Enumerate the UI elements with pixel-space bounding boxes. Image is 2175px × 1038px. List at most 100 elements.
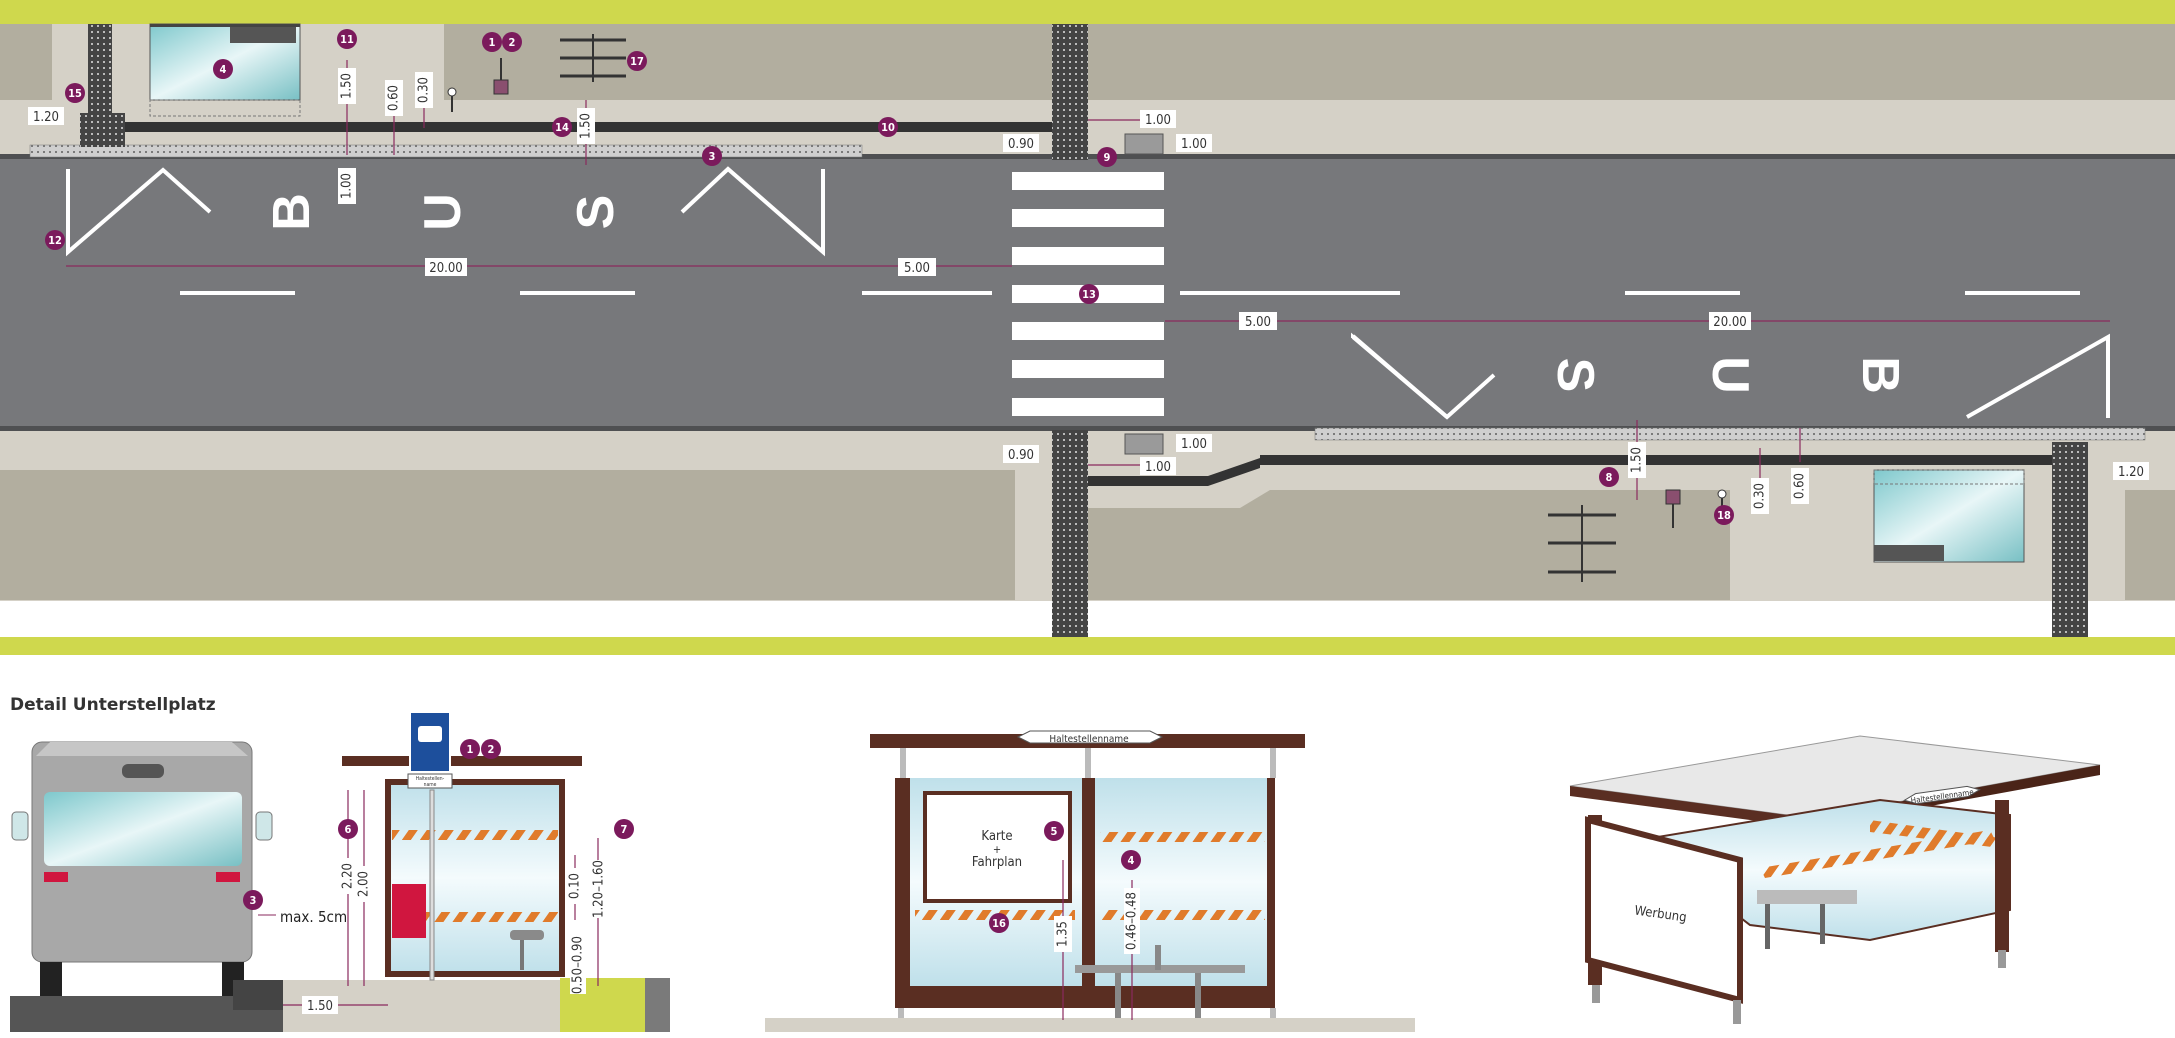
svg-text:13: 13: [1082, 288, 1096, 301]
marker-10: 10: [878, 117, 898, 137]
road-letter-b-bottom: B: [1851, 356, 1909, 394]
dim-2-20: 2.20: [341, 863, 356, 889]
dim-1-20-1-60: 1.20–1.60: [592, 860, 607, 918]
marker-6: 6: [338, 819, 358, 839]
small-stop-name-2: name: [424, 782, 437, 788]
dim-1-00-e: 1.00: [340, 173, 355, 199]
dim-0-60-b: 0.60: [1793, 473, 1808, 499]
shelter-front-view: Haltestellenname Karte + Fahrplan: [765, 730, 1415, 1032]
road-letter-u-top: U: [414, 193, 472, 231]
dim-1-50-d: 1.50: [307, 999, 333, 1014]
svg-text:1: 1: [489, 36, 496, 49]
dim-0-50-0-90: 0.50–0.90: [571, 936, 586, 994]
marker-1-detail: 1: [460, 739, 480, 759]
dim-2-00: 2.00: [357, 871, 372, 897]
marker-14: 14: [552, 117, 572, 137]
svg-text:10: 10: [881, 121, 895, 134]
dim-0-30-a: 0.30: [417, 77, 432, 103]
dim-0-30-b: 0.30: [1753, 483, 1768, 509]
dim-1-50-a: 1.50: [340, 73, 355, 99]
dim-1-00-a: 1.00: [1145, 113, 1171, 128]
svg-text:8: 8: [1606, 471, 1613, 484]
svg-text:6: 6: [345, 823, 352, 836]
stop-name-sign: Haltestellenname: [1049, 734, 1129, 745]
marker-16: 16: [989, 913, 1009, 933]
svg-text:12: 12: [48, 234, 62, 247]
road-letter-u-bottom: U: [1701, 356, 1759, 394]
svg-text:11: 11: [340, 33, 354, 46]
tactile-crossing-bottom: [1052, 430, 1088, 637]
dim-1-00-c: 1.00: [1181, 437, 1207, 452]
dim-0-90-b: 0.90: [1008, 448, 1034, 463]
dim-1-50-b: 1.50: [579, 113, 594, 139]
marker-2-plan: 2: [502, 32, 522, 52]
dim-1-50-c: 1.50: [1630, 447, 1645, 473]
dim-1-20-a: 1.20: [33, 110, 59, 125]
marker-8: 8: [1599, 467, 1619, 487]
road-letter-b-top: B: [263, 193, 321, 231]
road-letter-s-top: S: [567, 195, 625, 230]
svg-text:7: 7: [621, 823, 628, 836]
dim-5-top: 5.00: [904, 261, 930, 276]
marker-17: 17: [627, 51, 647, 71]
small-stop-name-1: Haltestellen-: [416, 776, 445, 782]
svg-text:16: 16: [992, 917, 1006, 930]
shelter-side-view: Haltestellen- name: [342, 711, 582, 981]
svg-text:3: 3: [250, 894, 257, 907]
dim-0-10: 0.10: [568, 873, 583, 899]
label-werbung: Werbung: [1633, 903, 1687, 925]
marker-4-plan: 4: [213, 59, 233, 79]
detail-title: Detail Unterstellplatz: [10, 695, 216, 715]
bike-rack-top: [560, 34, 626, 82]
svg-text:1: 1: [467, 743, 474, 756]
label-karte: Karte: [981, 829, 1012, 844]
tactile-guidance-bottom: [1260, 455, 2065, 465]
marker-13: 13: [1079, 284, 1099, 304]
top-green-strip: [0, 0, 2175, 24]
svg-text:14: 14: [555, 121, 569, 134]
marker-15: 15: [65, 83, 85, 103]
marker-2-detail: 2: [481, 739, 501, 759]
svg-text:5: 5: [1051, 825, 1058, 838]
bike-rack-bottom: [1548, 505, 1616, 582]
label-fahrplan: Fahrplan: [972, 855, 1022, 870]
dim-5-bottom: 5.00: [1245, 315, 1271, 330]
svg-text:15: 15: [68, 87, 82, 100]
svg-text:17: 17: [630, 55, 644, 68]
marker-5: 5: [1044, 821, 1064, 841]
dim-0-46-0-48: 0.46–0.48: [1125, 892, 1140, 950]
dim-0-90-a: 0.90: [1008, 137, 1034, 152]
label-max-5cm: max. 5cm: [280, 908, 347, 926]
dim-1-20-b: 1.20: [2118, 465, 2144, 480]
svg-text:3: 3: [709, 150, 716, 163]
dim-20-top: 20.00: [429, 261, 462, 276]
shelter-3d-view: Werbung Haltestellenname: [1569, 735, 2101, 1024]
road-markings: [66, 166, 2110, 420]
bottom-green-strip: [0, 637, 2175, 655]
dim-1-35: 1.35: [1056, 921, 1071, 947]
dim-1-00-b: 1.00: [1181, 137, 1207, 152]
marker-11: 11: [337, 29, 357, 49]
label-plus: +: [993, 843, 1001, 856]
marker-4-detail: 4: [1121, 850, 1141, 870]
svg-text:4: 4: [220, 63, 227, 76]
svg-text:2: 2: [509, 36, 516, 49]
marker-9: 9: [1097, 147, 1117, 167]
marker-18: 18: [1714, 505, 1734, 525]
bus-front-view: [10, 741, 285, 1032]
tactile-guidance-top: [90, 122, 1060, 132]
tactile-crossing-top: [1052, 24, 1088, 160]
svg-text:4: 4: [1128, 854, 1135, 867]
dim-1-00-d: 1.00: [1145, 460, 1171, 475]
svg-text:18: 18: [1717, 509, 1731, 522]
dim-20-bottom: 20.00: [1713, 315, 1746, 330]
svg-text:9: 9: [1104, 151, 1111, 164]
plan-markers: 11 4 1 2 17 15 14 10 3 9 12 13 8 18: [45, 29, 1734, 525]
marker-12: 12: [45, 230, 65, 250]
marker-7: 7: [614, 819, 634, 839]
marker-1-plan: 1: [482, 32, 502, 52]
crosswalk: [1012, 172, 1164, 416]
dim-0-60-a: 0.60: [387, 85, 402, 111]
marker-3-plan: 3: [702, 146, 722, 166]
